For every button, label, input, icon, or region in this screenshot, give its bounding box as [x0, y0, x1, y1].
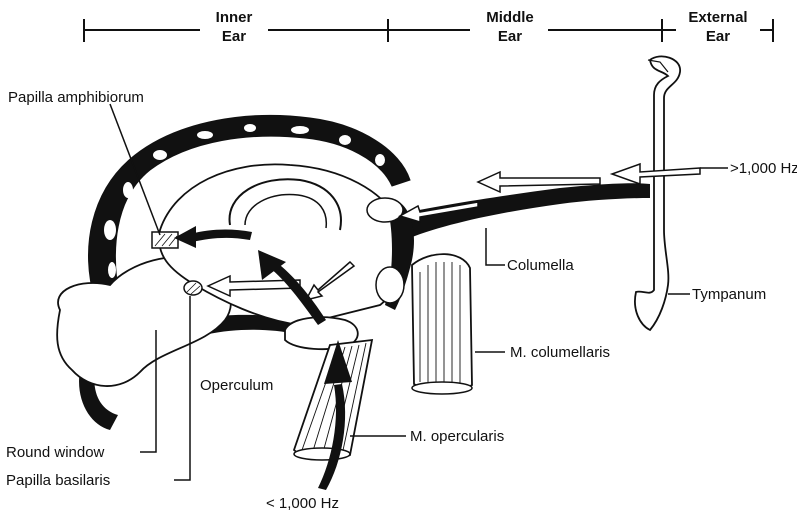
label-tympanum: Tympanum	[692, 286, 766, 303]
region-brackets	[84, 19, 773, 42]
label-high-frequency: >1,000 Hz	[730, 160, 797, 177]
inner-ear-label-line1: Inner	[216, 9, 253, 26]
inner-ear-label-line2: Ear	[222, 28, 246, 45]
middle-ear-label-line1: Middle	[486, 9, 534, 26]
external-ear-label-line1: External	[688, 9, 747, 26]
leader-columella	[486, 228, 505, 265]
label-papilla-basilaris: Papilla basilaris	[6, 472, 110, 489]
columella-head	[367, 198, 403, 222]
label-columella: Columella	[507, 257, 574, 274]
external-ear-label-line2: Ear	[706, 28, 730, 45]
label-m-columellaris: M. columellaris	[510, 344, 610, 361]
middle-ear-label-line2: Ear	[498, 28, 522, 45]
label-m-opercularis: M. opercularis	[410, 428, 504, 445]
m-columellaris-muscle	[412, 254, 472, 392]
label-round-window: Round window	[6, 444, 105, 461]
label-papilla-amphibiorum: Papilla amphibiorum	[8, 89, 144, 106]
label-low-frequency: < 1,000 Hz	[266, 495, 339, 512]
label-operculum: Operculum	[200, 377, 273, 394]
papilla-basilaris-patch	[184, 281, 202, 295]
